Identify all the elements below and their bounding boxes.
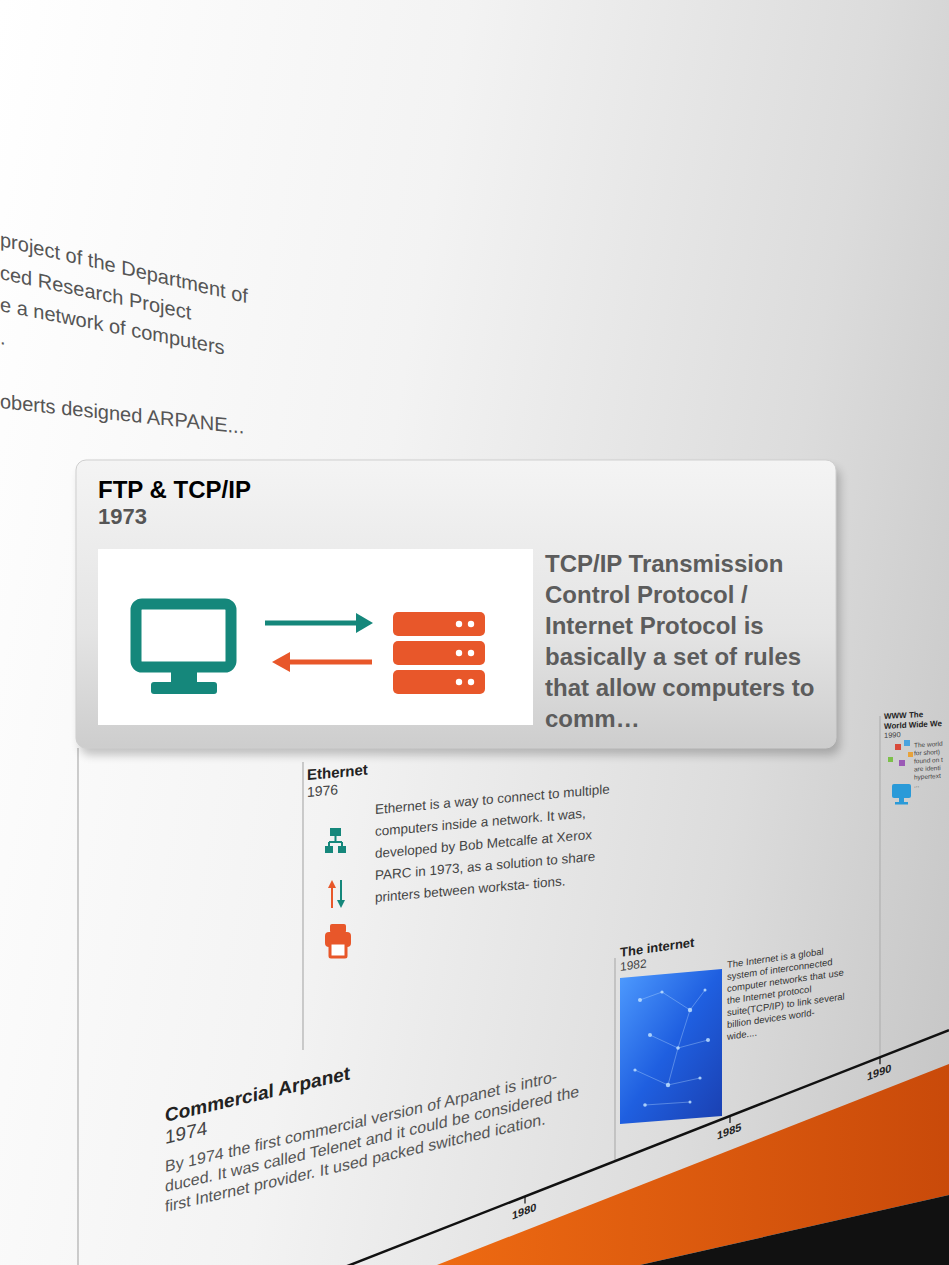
event-title: WWW The World Wide We <box>884 709 944 731</box>
card-body: TCP/IP Transmission Control Protocol / I… <box>545 548 825 734</box>
axis-year: 1990 <box>867 1062 891 1084</box>
event-entry: Commercial Arpanet1974By 1974 the first … <box>165 1003 605 1217</box>
image-area <box>98 549 533 725</box>
axis-tick <box>879 1057 880 1064</box>
server-icon <box>393 641 485 665</box>
www-icon <box>908 752 913 757</box>
faded-card-text: . <box>0 326 6 350</box>
server-light <box>456 650 462 656</box>
axis-year: 1985 <box>717 1120 741 1142</box>
faded-card-text: oberts designed ARPANE... <box>0 390 244 439</box>
server-light <box>468 650 474 656</box>
www-icon <box>904 740 910 746</box>
axis-tick <box>524 1196 525 1203</box>
arrow-line <box>288 660 372 665</box>
timeline-shadow <box>640 1195 949 1265</box>
printer-icon <box>330 943 346 957</box>
www-icon <box>888 757 893 762</box>
card-panel <box>76 460 836 748</box>
monitor-stand <box>171 672 197 683</box>
arrow-line <box>331 886 333 908</box>
server-light <box>468 621 474 627</box>
server-icon <box>393 612 485 636</box>
network-lines <box>635 990 708 1105</box>
event-body: By 1974 the first commercial version of … <box>165 1060 585 1217</box>
server-light <box>468 679 474 685</box>
www-monitor <box>892 784 911 798</box>
monitor-icon <box>136 604 231 667</box>
event-entry: WWW The World Wide We1990The world for s… <box>884 709 946 791</box>
network-image-dots <box>633 989 710 1107</box>
card-year: 1973 <box>98 504 836 530</box>
www-icon <box>895 744 901 750</box>
arrow-line <box>340 880 342 902</box>
event-card: FTP & TCP/IP1973TCP/IP Transmission Cont… <box>76 460 836 748</box>
server-light <box>456 679 462 685</box>
arrow-head <box>356 613 373 633</box>
leader-line <box>77 748 78 1265</box>
monitor-base <box>151 682 217 694</box>
network-image <box>620 969 722 1124</box>
leader-line <box>614 958 615 1161</box>
arrow-head <box>328 880 336 888</box>
server-light <box>456 621 462 627</box>
arrow-head <box>337 900 345 908</box>
network-icon <box>338 846 346 853</box>
network-icon <box>330 828 341 836</box>
card-title: FTP & TCP/IP <box>98 476 836 504</box>
server-icon <box>393 670 485 694</box>
leader-line <box>879 716 880 1057</box>
event-body: Ethernet is a way to connect to multiple… <box>375 777 625 909</box>
axis-tick <box>729 1116 730 1123</box>
event-entry: The internet1982The Internet is a global… <box>620 912 852 1058</box>
www-monitor <box>895 802 908 805</box>
axis-year: 1980 <box>512 1201 536 1223</box>
event-year: 1990 <box>884 728 946 740</box>
network-icon <box>329 836 342 846</box>
event-body: The Internet is a global system of inter… <box>727 942 845 1043</box>
www-monitor <box>899 798 904 802</box>
network-icon <box>325 846 333 853</box>
www-icon <box>899 760 905 766</box>
leader-line <box>302 762 303 1050</box>
event-body: The world for short) found on t are iden… <box>914 740 946 790</box>
arrow-head <box>272 652 290 672</box>
printer-icon <box>330 924 346 933</box>
event-title: Ethernet <box>307 737 637 784</box>
arrow-line <box>265 621 358 626</box>
event-entry: Ethernet1976Ethernet is a way to connect… <box>307 737 637 915</box>
